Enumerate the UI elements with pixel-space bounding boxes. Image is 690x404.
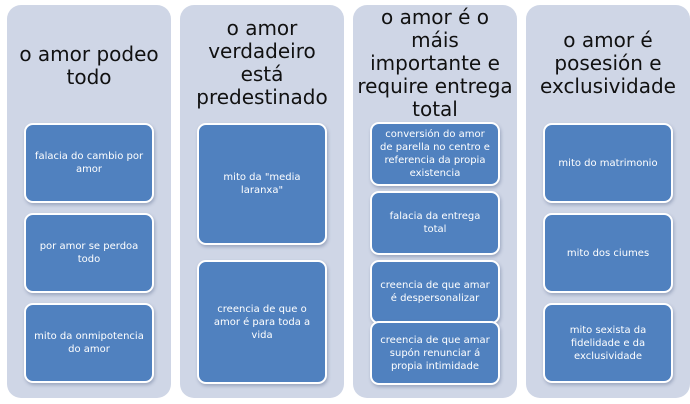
column-title: o amor verdadeiro está predestinado	[196, 16, 328, 109]
myth-box: falacia do cambio por amor	[24, 123, 154, 203]
myth-box: mito da "media laranxa"	[197, 123, 327, 245]
myth-box: falacia da entrega total	[370, 191, 500, 255]
myth-box: por amor se perdoa todo	[24, 213, 154, 293]
column-total-surrender: o amor é o máis importante e require ent…	[353, 5, 517, 398]
column-title: o amor é posesión e exclusividade	[540, 27, 676, 98]
myth-box: mito do matrimonio	[543, 123, 673, 203]
myth-box: creencia de que amar supón renunciar á p…	[370, 321, 500, 385]
myth-box: mito sexista da fidelidade e da exclusiv…	[543, 303, 673, 383]
column-title: o amor podeo todo	[19, 42, 159, 89]
column-predestination: o amor verdadeiro está predestinado mito…	[180, 5, 344, 398]
column-possession: o amor é posesión e exclusividade mito d…	[526, 5, 690, 398]
column-omnipotence: o amor podeo todo falacia do cambio por …	[7, 5, 171, 398]
myth-box: creencia de que o amor é para toda a vid…	[197, 260, 327, 384]
column-title: o amor é o máis importante e require ent…	[357, 4, 513, 121]
myth-box: mito dos ciumes	[543, 213, 673, 293]
myth-box: creencia de que amar é despersonalizar	[370, 260, 500, 324]
myth-box: conversión do amor de parella no centro …	[370, 122, 500, 186]
myth-box: mito da onmipotencia do amor	[24, 303, 154, 383]
